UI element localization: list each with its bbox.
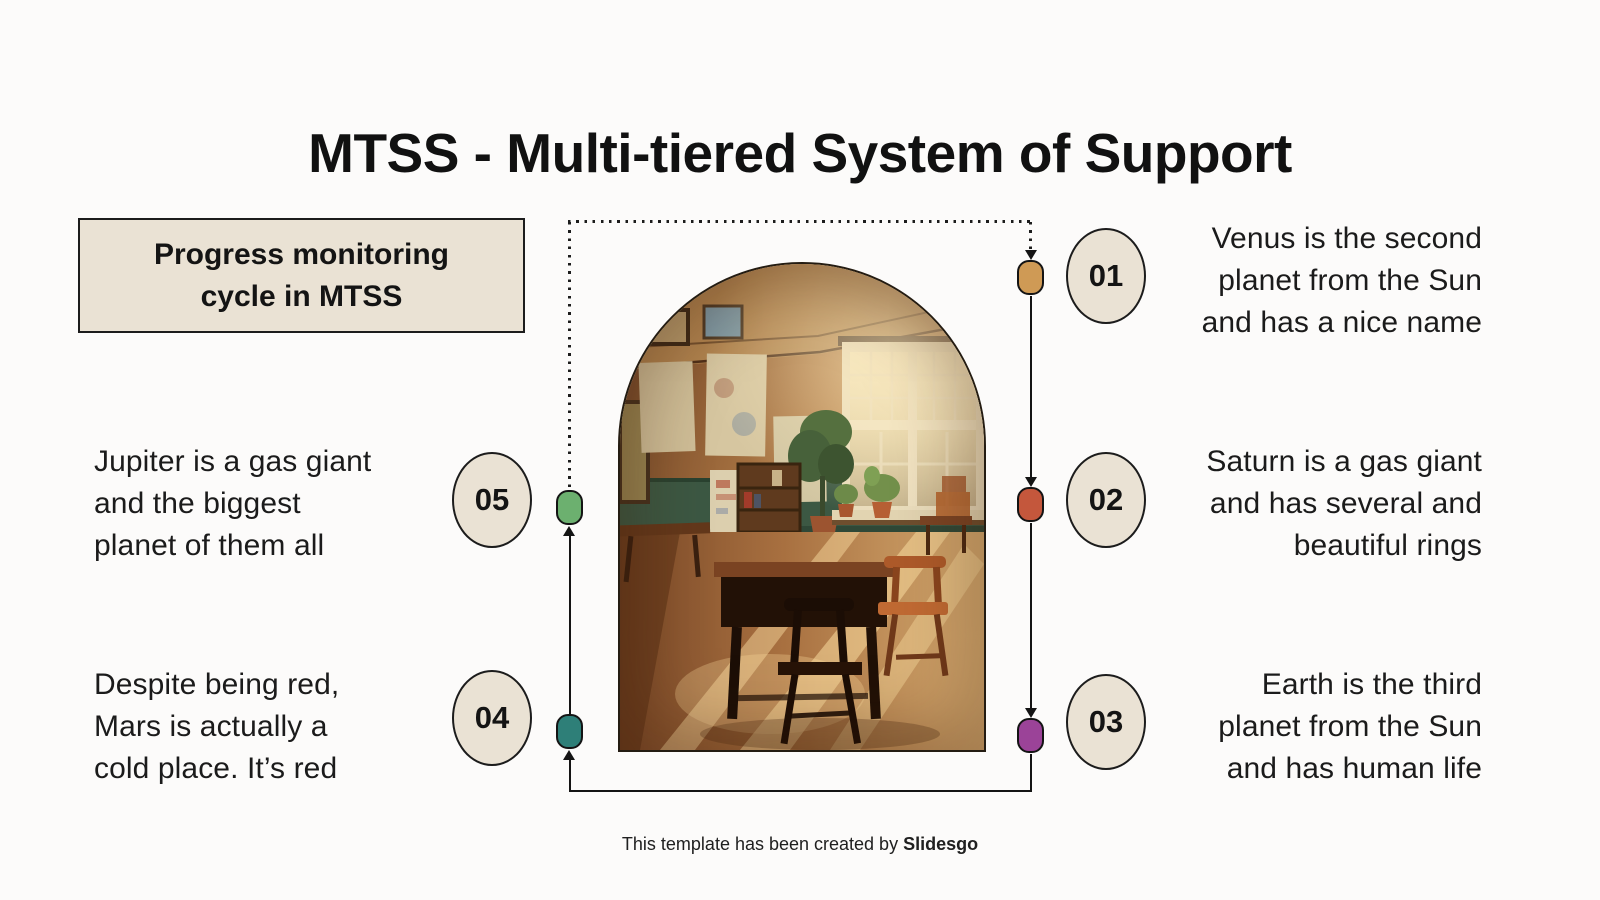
arrow-into-step-05-icon [563,526,575,536]
step-number-01: 01 [1088,258,1124,293]
step-text-01-line3: and has a nice name [1201,306,1482,339]
step-text-02: Saturn is a gas giant and has several an… [1148,441,1482,567]
step-text-01-line1: Venus is the second [1211,222,1482,255]
step-number-04: 04 [474,700,510,735]
step-dot-01 [1017,260,1044,295]
step-text-05: Jupiter is a gas giant and the biggest p… [94,441,439,567]
step-number-02: 02 [1088,482,1124,517]
step-number-03: 03 [1088,704,1124,739]
step-text-02-line3: beautiful rings [1293,529,1482,562]
page-title: MTSS - Multi-tiered System of Support [308,121,1292,184]
step-number-05: 05 [474,482,510,517]
cycle-line-01-02 [1030,296,1032,478]
step-dot-02 [1017,487,1044,522]
arrow-into-step-01-icon [1025,250,1037,260]
step-dot-05 [556,490,583,525]
step-badge-05: 05 [452,452,532,548]
footer-credit: This template has been created by Slides… [0,834,1600,855]
step-text-04-line2: Mars is actually a [94,710,328,743]
step-text-05-line3: planet of them all [94,529,325,562]
step-badge-03: 03 [1066,674,1146,770]
step-dot-04 [556,714,583,749]
step-text-05-line1: Jupiter is a gas giant [94,445,372,478]
arrow-into-step-02-icon [1025,477,1037,487]
step-text-03-line1: Earth is the third [1261,668,1482,701]
step-dot-03 [1017,718,1044,753]
step-text-05-line2: and the biggest [94,487,301,520]
step-text-04-line1: Despite being red, [94,668,340,701]
cycle-line-02-03 [1030,523,1032,709]
cycle-line-04-05 [569,535,571,715]
step-text-01-line2: planet from the Sun [1218,264,1482,297]
classroom-furniture [620,516,972,745]
step-badge-04: 04 [452,670,532,766]
step-badge-02: 02 [1066,452,1146,548]
cycle-return-line-right [1029,222,1032,252]
footer-credit-text: This template has been created by [621,834,904,854]
step-text-03-line3: and has human life [1226,752,1482,785]
step-text-01: Venus is the second planet from the Sun … [1148,218,1482,344]
step-text-04-line3: cold place. It’s red [94,752,338,785]
highlight-box-line1: Progress monitoring [153,237,450,271]
step-text-04: Despite being red, Mars is actually a co… [94,664,439,790]
cycle-line-bottom [569,790,1032,792]
step-text-02-line2: and has several and [1209,487,1482,520]
cycle-line-bottom-04 [569,759,571,791]
classroom-image [618,262,986,752]
step-text-02-line1: Saturn is a gas giant [1206,445,1482,478]
classroom-illustration [620,264,984,750]
cycle-return-line-top [568,220,1032,223]
cycle-line-03-bottom [1030,754,1032,792]
highlight-box-line2: cycle in MTSS [200,279,403,313]
step-text-03: Earth is the third planet from the Sun a… [1148,664,1482,790]
highlight-box: Progress monitoring cycle in MTSS [78,218,525,333]
step-badge-01: 01 [1066,228,1146,324]
footer-brand: Slidesgo [903,834,979,854]
step-text-03-line2: planet from the Sun [1218,710,1482,743]
arrow-into-step-03-icon [1025,708,1037,718]
arrow-into-step-04-icon [563,750,575,760]
cycle-return-line-left [568,222,571,490]
